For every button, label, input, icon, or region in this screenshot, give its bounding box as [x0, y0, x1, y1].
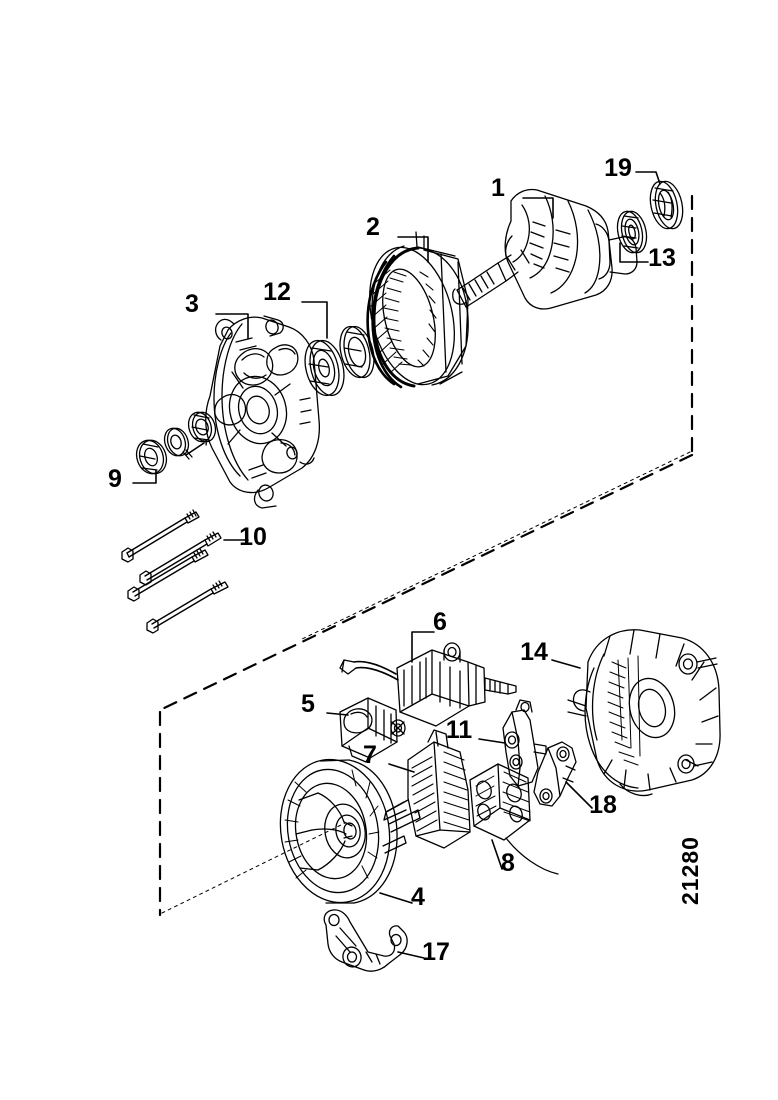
callout-labels: 1 2 3 4 5 6 7 8 9 10 11 12 13 14 17 18 1… — [108, 154, 676, 966]
leader-5 — [326, 712, 349, 716]
callout-label-3: 3 — [185, 290, 199, 318]
callout-label-18: 18 — [589, 791, 617, 819]
callout-label-4: 4 — [411, 883, 425, 911]
drawing-number: 21280 — [677, 836, 703, 905]
callout-label-6: 6 — [433, 608, 447, 636]
part-10-through-bolt-set — [121, 509, 229, 634]
leader-3 — [215, 313, 249, 339]
leader-1 — [522, 197, 554, 219]
part-2-stator-assembly — [366, 231, 469, 389]
leader-8 — [491, 839, 503, 870]
callout-label-12: 12 — [263, 278, 291, 306]
leader-2 — [397, 236, 429, 263]
leader-6 — [411, 631, 435, 663]
callout-label-9: 9 — [108, 465, 122, 493]
leader-19 — [635, 171, 661, 185]
part-12-bearing-and-spacer — [304, 325, 375, 397]
part-6-voltage-regulator — [339, 642, 517, 727]
callout-label-11: 11 — [446, 716, 473, 744]
callout-label-2: 2 — [366, 213, 380, 241]
part-13-rear-bearing — [616, 210, 648, 254]
callout-label-5: 5 — [301, 690, 315, 718]
part-11-terminal-bracket — [502, 699, 547, 787]
callout-label-7: 7 — [363, 741, 377, 769]
callout-leader-lines — [132, 171, 661, 959]
part-14-rear-housing-cover — [567, 629, 721, 797]
part-3-front-housing-cover — [205, 315, 321, 509]
callout-label-13: 13 — [648, 244, 676, 272]
callout-label-19: 19 — [604, 154, 632, 182]
callout-label-1: 1 — [491, 174, 505, 202]
leader-4 — [379, 892, 413, 904]
leader-18 — [565, 781, 593, 809]
part-18-support-bracket — [533, 741, 577, 807]
boundary-dashed-frame — [158, 194, 694, 917]
boundary-thin-diagonals — [161, 451, 691, 914]
leader-17 — [397, 951, 425, 959]
callout-label-8: 8 — [501, 849, 515, 877]
boundary-diagonal-divider — [158, 453, 694, 712]
leader-11 — [478, 738, 506, 744]
leader-7 — [388, 763, 415, 773]
part-9-washer-set — [135, 411, 217, 475]
leader-14 — [551, 659, 581, 669]
callout-label-14: 14 — [520, 638, 548, 666]
leader-13 — [619, 242, 649, 263]
boundary-diag-thin-top — [299, 451, 691, 641]
leader-12 — [301, 301, 328, 339]
callout-label-17: 17 — [422, 938, 450, 966]
part-5-brush-holder — [339, 697, 406, 763]
part-17-mounting-bracket-arm — [323, 909, 408, 972]
callout-label-10: 10 — [239, 523, 267, 551]
part-7-rectifier-bridge — [383, 729, 471, 849]
part-1-rotor-assembly — [452, 188, 638, 310]
boundary-diag-thin-bottom — [161, 822, 346, 914]
leader-9 — [132, 469, 157, 484]
part-8-diode-plate — [469, 763, 559, 875]
part-4-pulley — [279, 758, 421, 904]
